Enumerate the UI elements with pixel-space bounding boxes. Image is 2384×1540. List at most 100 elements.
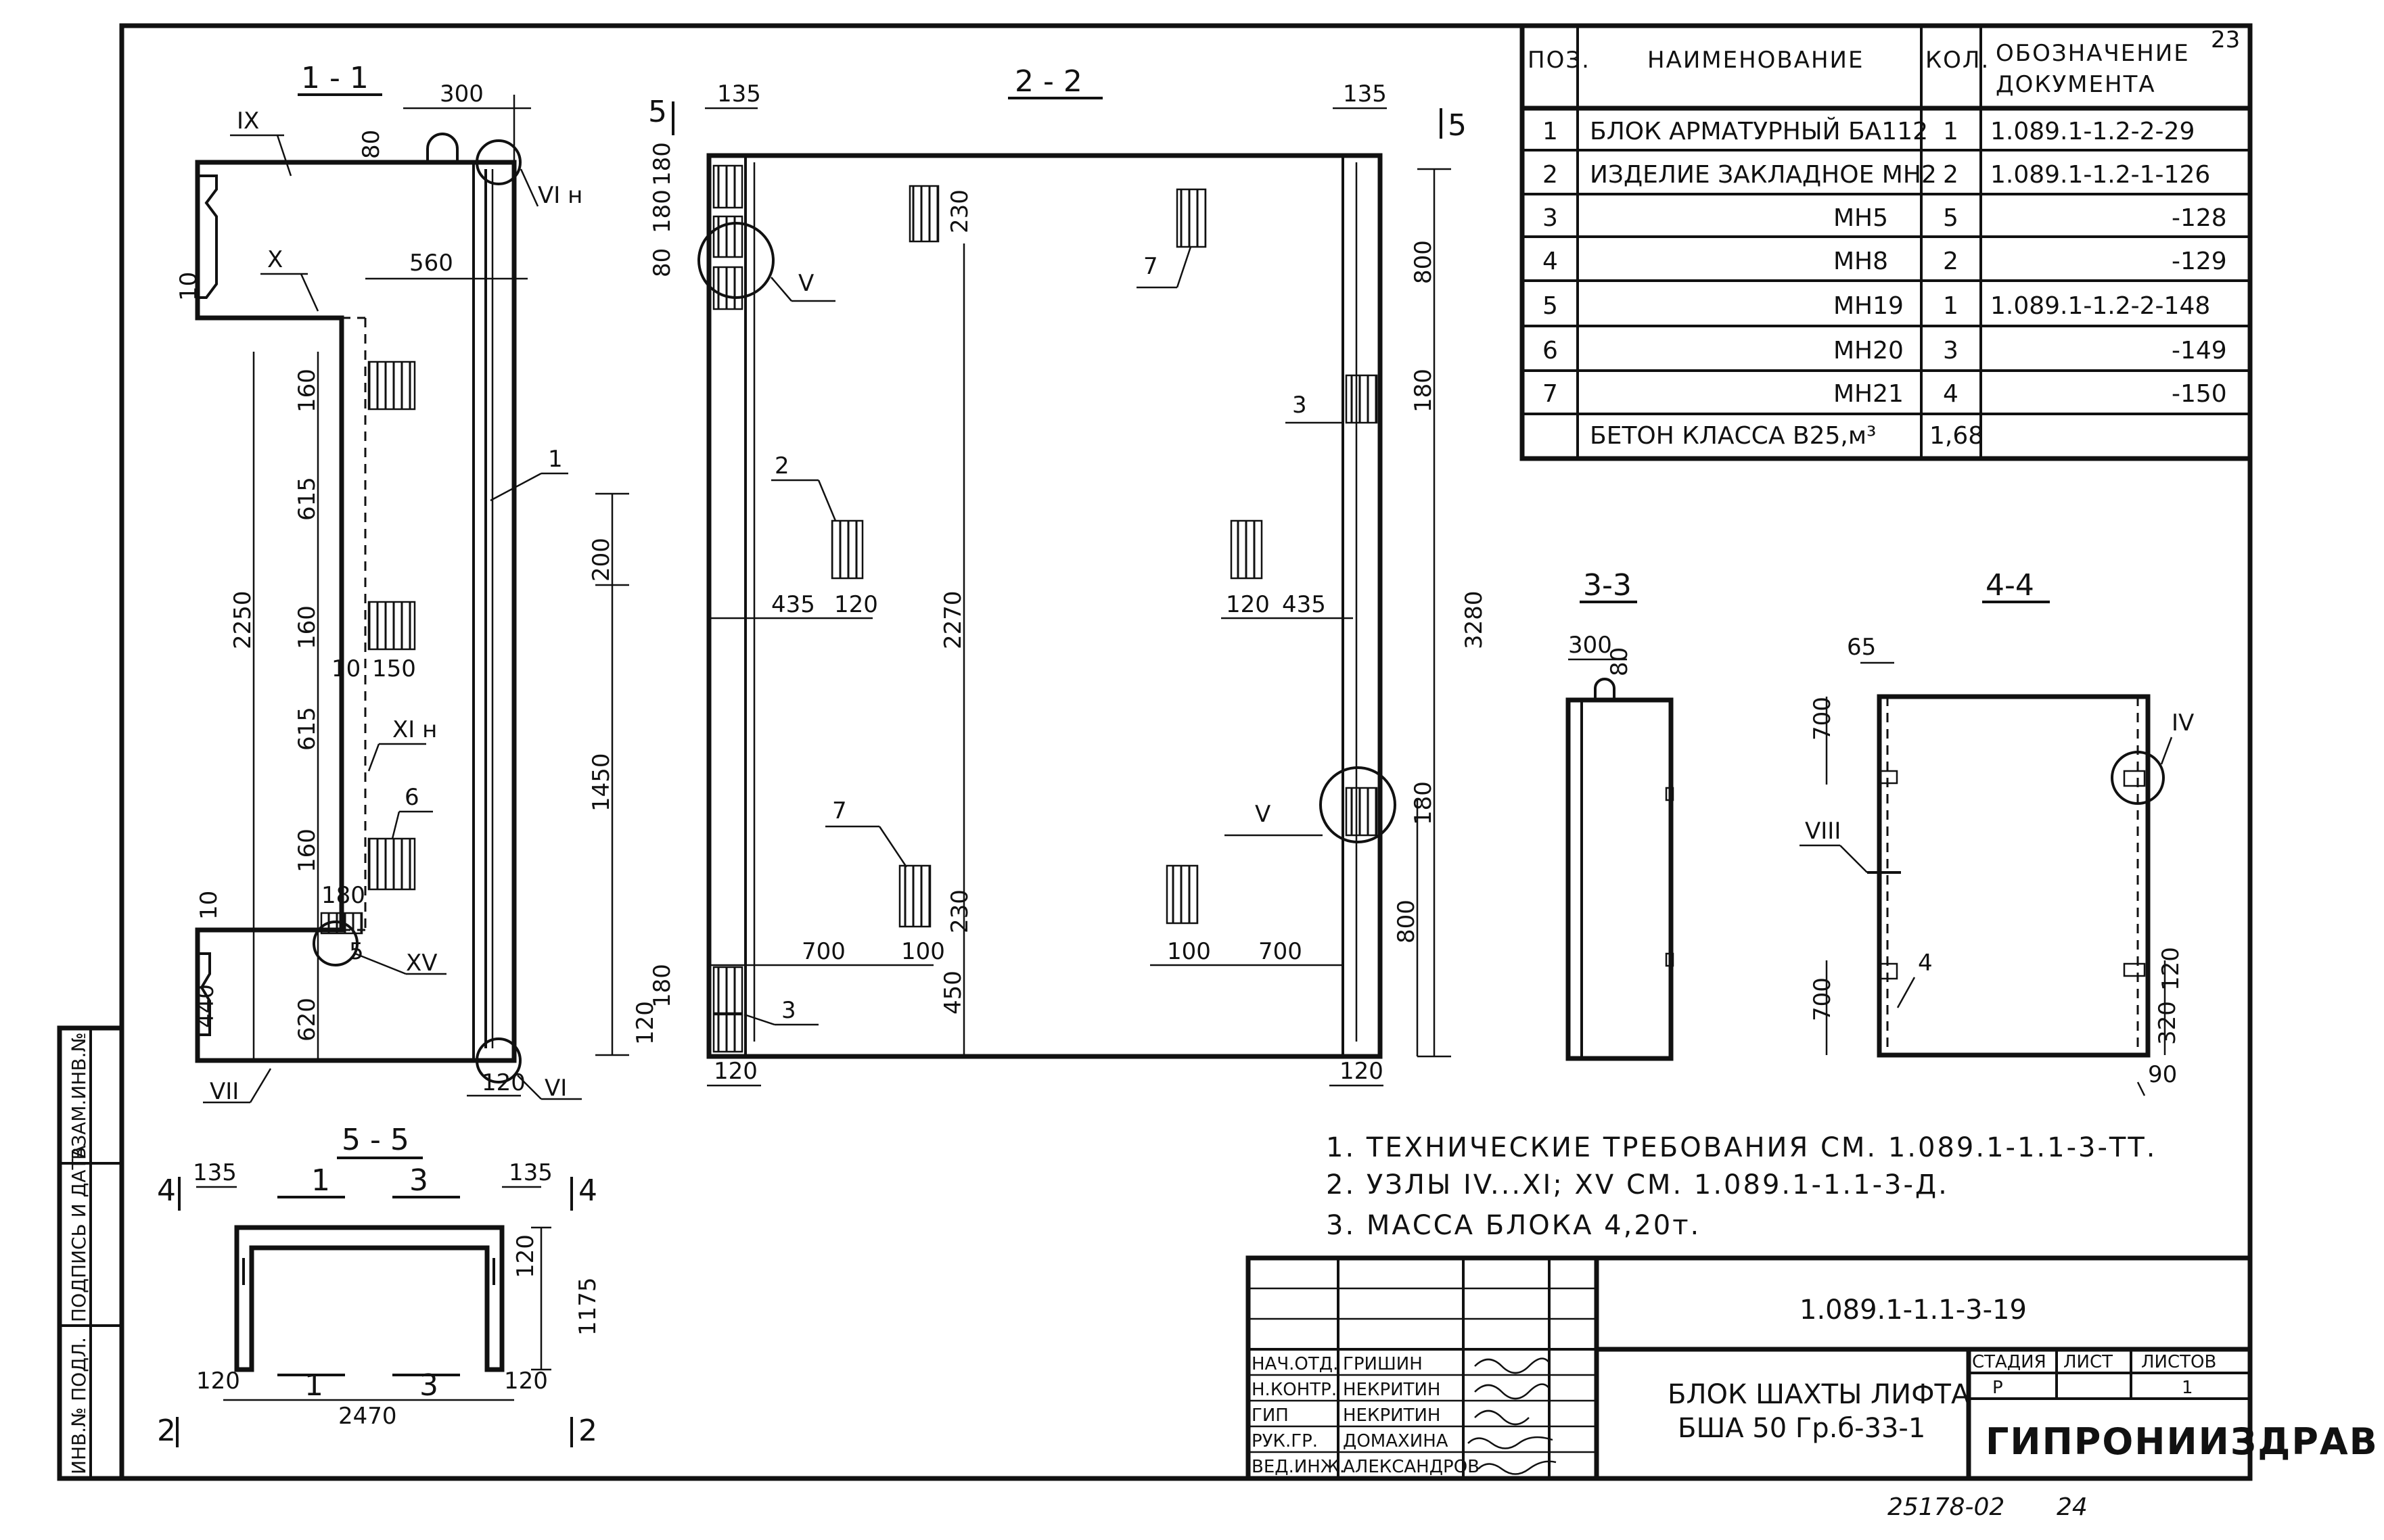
spec-header-qty: КОЛ.	[1925, 47, 1990, 74]
svg-text:300: 300	[440, 80, 484, 108]
node-callout: V	[1255, 801, 1270, 828]
cut-mark: 5	[1448, 108, 1467, 143]
node-callout: VII	[210, 1078, 239, 1105]
svg-text:160: 160	[294, 605, 321, 649]
spec-row: 1 БЛОК АРМАТУРНЫЙ БА112 1 1.089.1-1.2-2-…	[1542, 117, 2195, 145]
svg-text:435: 435	[1282, 591, 1326, 618]
stage-label: СТАДИЯ	[1972, 1352, 2046, 1372]
position-callout: 7	[1143, 253, 1158, 280]
svg-text:620: 620	[294, 998, 321, 1042]
sheets-label: ЛИСТОВ	[2141, 1352, 2216, 1372]
svg-text:180: 180	[1410, 781, 1437, 825]
svg-text:120: 120	[1226, 591, 1270, 618]
svg-text:1,68: 1,68	[1929, 422, 1984, 450]
svg-text:1: 1	[1943, 292, 1958, 320]
svg-text:150: 150	[372, 655, 416, 682]
svg-text:135: 135	[193, 1159, 237, 1186]
node-callout: V	[798, 270, 814, 297]
svg-text:135: 135	[509, 1159, 553, 1186]
note-line: 2. УЗЛЫ IV...XI; XV СМ. 1.089.1-1.1-3-Д.	[1326, 1169, 1949, 1200]
svg-text:2270: 2270	[940, 590, 967, 649]
svg-text:4: 4	[1943, 380, 1958, 408]
role-name: АЛЕКСАНДРОВ	[1343, 1457, 1480, 1477]
role-name: НЕКРИТИН	[1343, 1405, 1440, 1426]
section-5-5: 5 - 5 135 135 120 1175 120 120 2470 4 4 …	[157, 1123, 601, 1448]
section-1-1: 1 - 1	[175, 61, 629, 1105]
svg-text:1.089.1-1.2-2-148: 1.089.1-1.2-2-148	[1990, 292, 2210, 320]
svg-text:3: 3	[1943, 337, 1958, 365]
svg-text:800: 800	[1410, 240, 1437, 284]
role-label: ГИП	[1252, 1405, 1289, 1426]
svg-text:-149: -149	[2172, 337, 2227, 365]
cut-mark: 2	[157, 1414, 176, 1448]
node-callout: XV	[406, 950, 438, 977]
position-callout: 6	[405, 784, 419, 811]
svg-text:180: 180	[321, 882, 365, 909]
organization: ГИПРОНИИЗДРАВ	[1986, 1420, 2379, 1463]
note-line: 3. МАССА БЛОКА 4,20т.	[1326, 1210, 1701, 1241]
title-block: 1.089.1-1.1-3-19 БЛОК ШАХТЫ ЛИФТА БША 50…	[1245, 1255, 2379, 1481]
section-title-4-4: 4-4	[1986, 568, 2034, 603]
svg-text:МН19: МН19	[1833, 292, 1904, 320]
svg-text:230: 230	[946, 889, 973, 933]
svg-text:-150: -150	[2172, 380, 2227, 408]
role-label: НАЧ.ОТД.	[1252, 1354, 1338, 1374]
role-label: ВЕД.ИНЖ.	[1252, 1457, 1345, 1477]
cut-mark: 1	[304, 1368, 323, 1403]
svg-text:180: 180	[649, 189, 676, 233]
svg-text:ИЗДЕЛИЕ ЗАКЛАДНОЕ МН2: ИЗДЕЛИЕ ЗАКЛАДНОЕ МН2	[1590, 161, 1937, 189]
svg-text:120: 120	[632, 1001, 659, 1045]
svg-text:6: 6	[1542, 337, 1558, 365]
svg-text:МН5: МН5	[1833, 204, 1888, 232]
svg-text:700: 700	[1809, 977, 1836, 1021]
sheet-label: ЛИСТ	[2063, 1352, 2113, 1372]
svg-text:120: 120	[1339, 1058, 1383, 1085]
svg-text:2250: 2250	[229, 590, 256, 649]
stamp-vzam: ВЗАМ.ИНВ.№	[68, 1032, 90, 1160]
svg-text:80: 80	[649, 248, 676, 277]
svg-text:160: 160	[294, 829, 321, 872]
svg-text:120: 120	[834, 591, 878, 618]
stage-value: Р	[1992, 1378, 2003, 1398]
cut-mark: 4	[157, 1173, 176, 1208]
sheet-footer: 25178-02	[1887, 1493, 2004, 1521]
svg-text:320: 320	[2154, 1001, 2181, 1045]
svg-text:135: 135	[1343, 80, 1387, 108]
svg-text:700: 700	[1809, 697, 1836, 741]
svg-text:-129: -129	[2172, 248, 2227, 275]
block-title-2: БША 50 Гр.б-33-1	[1678, 1413, 1925, 1444]
position-callout: 7	[832, 797, 847, 824]
cut-mark: 3	[409, 1163, 428, 1198]
svg-text:120: 120	[196, 1368, 240, 1395]
svg-text:БЛОК АРМАТУРНЫЙ БА112: БЛОК АРМАТУРНЫЙ БА112	[1590, 117, 1928, 145]
svg-text:300: 300	[1568, 632, 1612, 659]
svg-text:7: 7	[1542, 380, 1558, 408]
svg-text:230: 230	[946, 189, 973, 233]
svg-text:160: 160	[294, 369, 321, 413]
svg-text:2: 2	[1943, 161, 1958, 189]
position-callout: 2	[775, 452, 789, 480]
svg-text:БЕТОН КЛАССА В25,м³: БЕТОН КЛАССА В25,м³	[1590, 422, 1876, 450]
svg-text:100: 100	[1167, 938, 1211, 965]
svg-text:120: 120	[512, 1234, 539, 1278]
spec-row: 5 МН19 1 1.089.1-1.2-2-148	[1542, 292, 2210, 320]
svg-text:560: 560	[409, 250, 453, 277]
role-name: ГРИШИН	[1343, 1354, 1423, 1374]
stamp-podpis: ПОДПИСЬ И ДАТА	[68, 1145, 90, 1322]
svg-text:1175: 1175	[574, 1277, 601, 1336]
node-callout: IX	[237, 108, 259, 135]
svg-text:80: 80	[1606, 647, 1633, 676]
svg-text:1.089.1-1.2-2-29: 1.089.1-1.2-2-29	[1990, 118, 2195, 145]
svg-text:615: 615	[294, 707, 321, 751]
spec-header-name: НАИМЕНОВАНИЕ	[1647, 47, 1864, 74]
svg-text:1: 1	[1943, 118, 1958, 145]
role-name: ДОМАХИНА	[1343, 1431, 1448, 1451]
block-title-1: БЛОК ШАХТЫ ЛИФТА	[1668, 1379, 1970, 1410]
cut-mark: 3	[419, 1368, 438, 1403]
sheet-footer-page: 24	[2057, 1493, 2088, 1521]
spec-header-pos: ПОЗ.	[1528, 47, 1590, 74]
spec-header-doc-2: ДОКУМЕНТА	[1996, 71, 2156, 98]
node-callout: VI	[545, 1075, 567, 1102]
signature	[1477, 1460, 1557, 1475]
